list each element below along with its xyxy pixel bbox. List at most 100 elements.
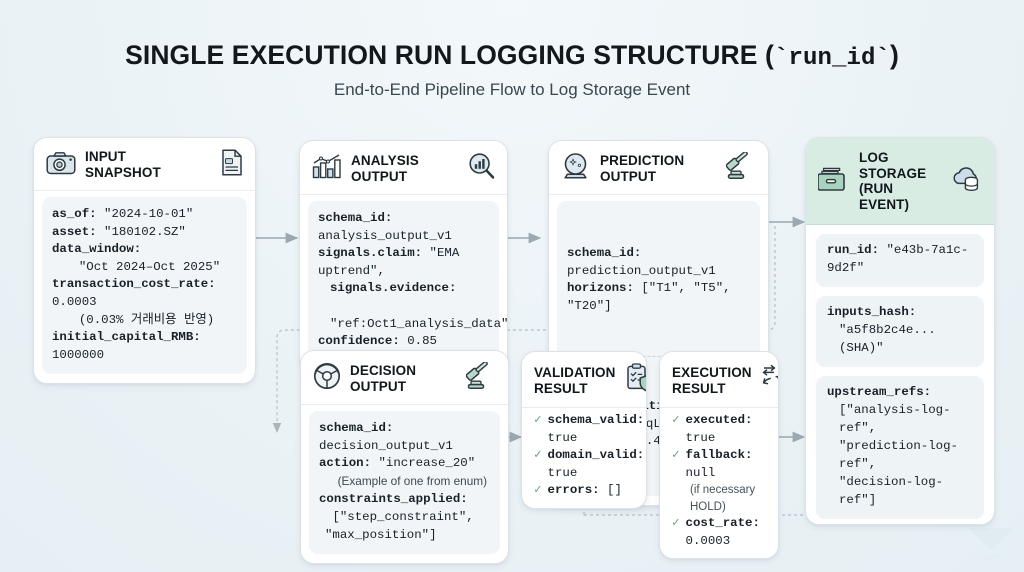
code-value: "EMA uptrend", [318, 246, 467, 278]
code-key: transaction_cost_rate: [52, 277, 216, 292]
code-line: ["step_constraint", [319, 509, 491, 527]
code-line: (Example of one from enum) [319, 473, 491, 492]
code-value: 1000000 [52, 330, 209, 362]
document-icon [221, 149, 243, 181]
code-key: schema_id: [319, 421, 394, 435]
card-body-decision: schema_id: decision_output_v1 action: "in… [309, 411, 500, 555]
divider [567, 355, 751, 357]
page-title-code: `run_id` [773, 45, 890, 72]
code-value: "a5f8b2c4e... (SHA)" [839, 323, 936, 355]
code-value: "e43b-7a1c-9d2f" [827, 243, 969, 276]
archive-box-icon [817, 164, 850, 199]
code-line: ["analysis-log-ref", [827, 402, 974, 438]
card-title: LOG STORAGE(RUN EVENT) [859, 150, 927, 212]
cart-exchange-icon [761, 363, 778, 398]
check-row: ✓executed: true [672, 412, 768, 447]
check-label: cost_rate: 0.0003 [685, 516, 768, 548]
code-line: schema_id: prediction_output_v1 [567, 245, 751, 280]
code-key: as_of: [52, 207, 97, 221]
check-icon: ✓ [534, 483, 542, 498]
gavel-icon [465, 360, 496, 395]
code-value: 0.0003 [52, 277, 224, 310]
code-line: schema_id: analysis_output_v1 [318, 210, 490, 245]
code-key: data_window: [52, 242, 142, 257]
code-key: upstream_refs: [827, 384, 932, 399]
code-key: schema_id: [567, 246, 642, 261]
code-value: "2024-10-01" [96, 207, 194, 221]
code-line: as_of: "2024-10-01" [52, 206, 238, 224]
code-key: signals.claim: [318, 246, 423, 261]
gavel-icon [725, 150, 756, 185]
code-key: signals.evidence: [330, 281, 457, 296]
code-line: signals.evidence: [318, 280, 490, 298]
check-icon: ✓ [534, 448, 542, 463]
code-value: "180102.SZ" [96, 224, 186, 239]
card-log-storage[interactable]: LOG STORAGE(RUN EVENT) run_id: "e43b-7a1… [805, 137, 995, 525]
check-icon: ✓ [534, 413, 542, 427]
code-line: "prediction-log-ref", [827, 438, 974, 474]
bar-chart-icon [312, 153, 342, 184]
code-line: data_window: [52, 241, 238, 259]
card-header: LOG STORAGE(RUN EVENT) [806, 138, 994, 226]
check-label: domain_valid: true [547, 448, 645, 480]
check-row: ✓ fallback: null [672, 447, 768, 482]
code-line: confidence: 0.85 [318, 333, 490, 351]
check-row: ✓ domain_valid: true [534, 447, 644, 482]
check-label: fallback: null [685, 448, 760, 480]
check-label: errors: [] [547, 483, 622, 498]
cloud-database-icon [950, 165, 982, 198]
code-value: "ref:Oct1_analysis_data" [330, 299, 508, 331]
check-row: ✓ cost_rate: 0.0003 [672, 515, 768, 550]
code-value: "Oct 2024–Oct 2025" [64, 259, 221, 274]
code-value: "max_position"] [325, 527, 437, 542]
code-line: "ref:Oct1_analysis_data" [318, 298, 507, 333]
code-key: inputs_hash: [827, 305, 917, 320]
page-subtitle: End-to-End Pipeline Flow to Log Storage … [333, 80, 691, 99]
code-value: (0.03% 거래비용 반영) [64, 312, 215, 327]
check-row: ✓schema_valid: true [534, 412, 644, 447]
code-value: analysis_output_v1 [318, 211, 452, 243]
card-body-execution: ✓executed: true✓fallback: null(if necess… [660, 408, 778, 558]
check-row: ✓ errors: [] [534, 482, 636, 500]
code-line: constraints_applied: [319, 491, 491, 509]
check-icon: ✓ [672, 448, 680, 463]
code-value: decision_output_v1 [319, 421, 453, 453]
code-line: asset: "180102.SZ" [52, 224, 238, 242]
code-value: "decision-log-ref"] [839, 474, 944, 507]
camera-icon [46, 151, 76, 180]
code-key: horizons: [567, 281, 634, 296]
code-line: action: "increase_20" [319, 455, 491, 473]
card-body-validation: ✓schema_valid: true✓domain_valid: true✓e… [522, 408, 646, 508]
code-value: prediction_output_v1 [567, 246, 716, 278]
crystal-ball-icon [561, 152, 591, 185]
code-key: action: [319, 456, 372, 471]
code-line: "decision-log-ref"] [827, 474, 974, 510]
check-icon: ✓ [672, 516, 680, 531]
code-value: "prediction-log-ref", [839, 438, 958, 471]
log-segment-run-id: run_id: "e43b-7a1c-9d2f" [816, 234, 984, 288]
code-line: "max_position"] [319, 527, 491, 545]
code-value: "increase_20" [371, 456, 476, 471]
code-line: horizons: ["T1", "T5", "T20"] [567, 280, 751, 315]
clipboard-shield-icon [625, 363, 646, 398]
code-key: schema_id: [318, 211, 393, 225]
page-title: SINGLE EXECUTION RUN LOGGING STRUCTURE (… [0, 40, 1024, 72]
steering-wheel-icon [313, 362, 341, 395]
code-line: run_id: "e43b-7a1c-9d2f" [827, 242, 974, 278]
code-key: confidence: [318, 334, 400, 349]
code-key: constraints_applied: [319, 492, 468, 507]
code-line: (0.03% 거래비용 반영) [52, 312, 238, 330]
